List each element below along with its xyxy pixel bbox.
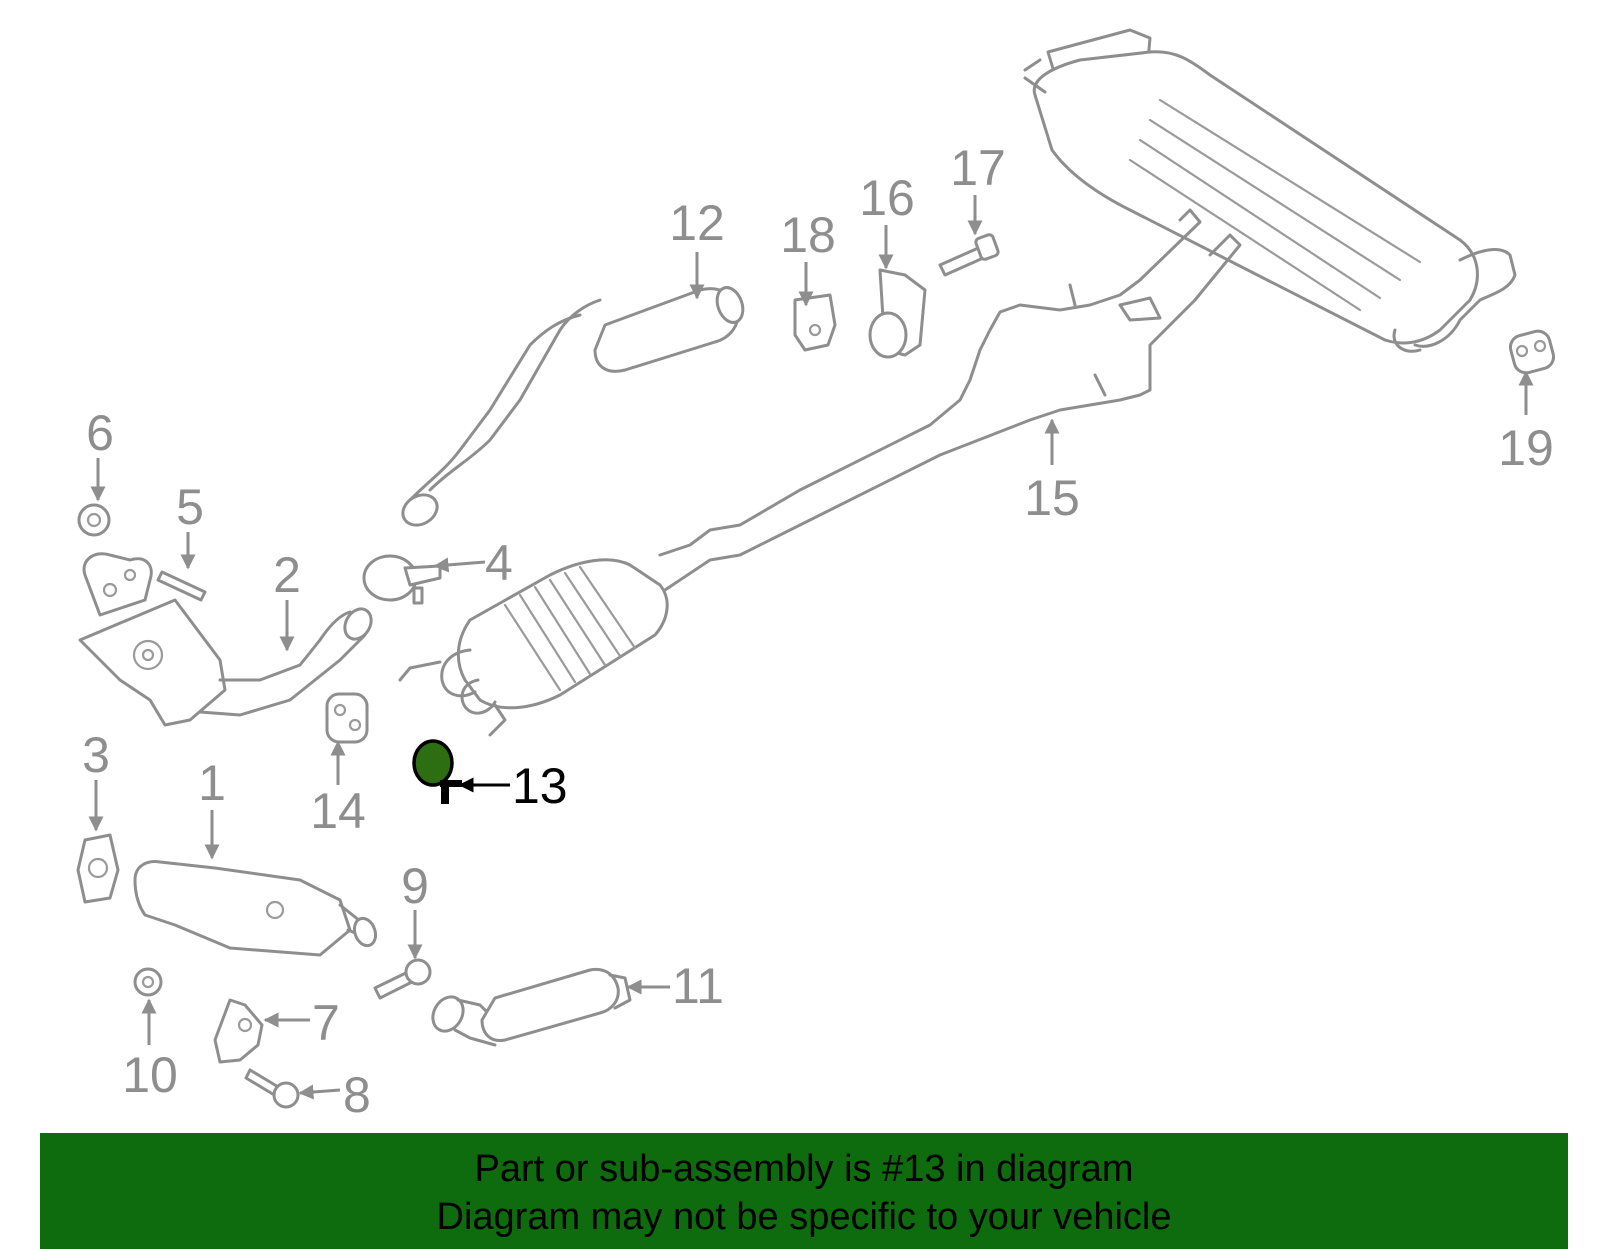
callout-2: 2 (273, 547, 301, 603)
callout-5: 5 (176, 479, 204, 535)
part-17-bolt (938, 233, 1000, 277)
part-4-clamp (362, 554, 442, 605)
callout-8: 8 (343, 1067, 371, 1123)
callout-1: 1 (198, 755, 226, 811)
part-15-intermediate-pipe (398, 208, 1242, 737)
part-3-gasket (76, 833, 120, 904)
part-5-stud (156, 570, 207, 602)
callout-14: 14 (310, 783, 366, 839)
callout-15: 15 (1024, 470, 1080, 526)
callout-12: 12 (669, 195, 725, 251)
part-19-hanger (1508, 329, 1556, 375)
part-10-nut (133, 967, 163, 997)
part-8-bolt (244, 1068, 300, 1109)
callout-18: 18 (780, 207, 836, 263)
callout-arrows (88, 195, 1534, 1100)
info-banner: Part or sub-assembly is #13 in diagram D… (40, 1133, 1568, 1249)
part-12-center-pipe (401, 286, 745, 527)
part-9-bolt (373, 958, 432, 1000)
callout-3: 3 (82, 727, 110, 783)
callout-17: 17 (950, 140, 1006, 196)
callout-4: 4 (485, 535, 513, 591)
part-1-converter (133, 860, 378, 957)
callout-6: 6 (86, 405, 114, 461)
banner-line-2: Diagram may not be specific to your vehi… (436, 1196, 1172, 1238)
callout-7: 7 (312, 995, 340, 1051)
callout-13: 13 (512, 758, 568, 814)
callout-11: 11 (672, 958, 724, 1014)
callout-labels: 1 2 3 4 5 6 7 8 9 10 11 12 13 14 15 16 1… (82, 140, 1554, 1123)
part-18-bracket (793, 293, 837, 352)
part-16-hanger (868, 268, 927, 359)
part-13-clamp-highlighted (412, 739, 462, 804)
part-15-rear-muffler (1023, 28, 1517, 353)
part-14-hanger (325, 692, 369, 744)
callout-16: 16 (859, 170, 915, 226)
part-7-bracket (213, 998, 264, 1064)
callout-10: 10 (122, 1047, 178, 1103)
callout-19: 19 (1498, 420, 1554, 476)
part-2-converter (78, 552, 373, 727)
banner-line-1: Part or sub-assembly is #13 in diagram (474, 1148, 1134, 1190)
part-6-nut (77, 503, 111, 537)
callout-9: 9 (401, 858, 429, 914)
part-11-front-pipe (431, 967, 632, 1047)
